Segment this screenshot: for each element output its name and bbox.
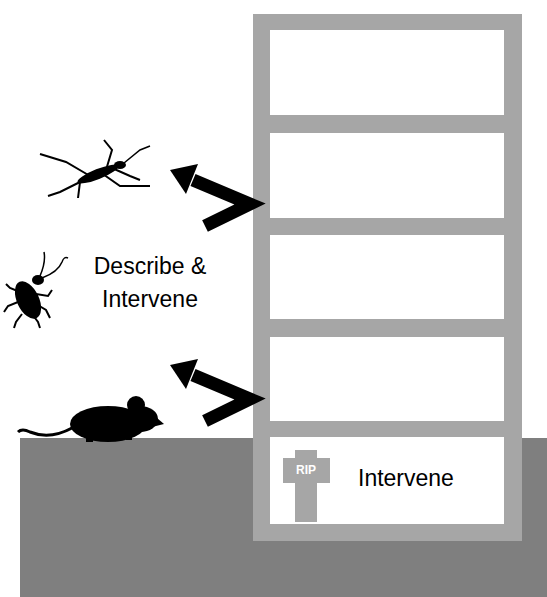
building-frame (253, 14, 522, 541)
grave-cross (283, 450, 330, 522)
mouse (18, 396, 164, 442)
arrow-graphic (170, 359, 250, 421)
insect-strider (40, 140, 150, 198)
insect-cockroach (4, 252, 68, 328)
box-text: Intervene (358, 463, 498, 493)
ground (20, 438, 547, 597)
floor (270, 30, 504, 115)
action-label: Describe & Intervene (92, 250, 208, 316)
floor (270, 235, 504, 319)
floor (270, 133, 504, 218)
arrow-graphic (170, 164, 250, 226)
cross-label: RIP (276, 461, 336, 479)
floor (270, 337, 504, 421)
